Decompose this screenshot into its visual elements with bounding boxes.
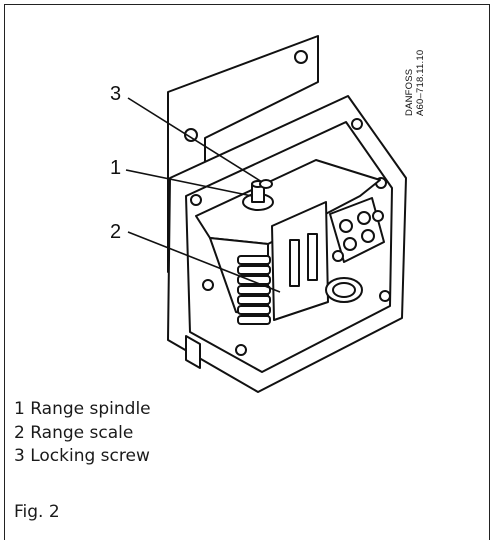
bracket-hole [294,50,308,64]
housing-screw [351,118,363,130]
drawing-code-brand: DANFOSS [404,69,415,116]
leader-line-3 [127,97,263,183]
bellows [237,255,271,325]
pressure-switch-drawing: 3 1 2 DANFOSS A60–718.11.10 [110,35,426,393]
legend-item-range-scale: 2 Range scale [14,422,134,443]
figure-frame [4,4,490,540]
figure-caption: Fig. 2 [14,502,60,522]
housing-screw [379,290,391,302]
leader-line-2 [127,231,281,293]
drawing-code-number: A60–718.11.10 [415,50,426,116]
legend-item-range-spindle: 1 Range spindle [14,399,151,419]
legend: 1 Range spindle 2 Range scale 3 Locking … [14,398,151,469]
callout-2: 2 [110,221,121,243]
legend-item-locking-screw: 3 Locking screw [14,446,150,466]
leader-line-1 [125,169,253,197]
bracket-hole [184,128,198,142]
housing-screw [235,344,247,356]
callout-3: 3 [110,83,121,105]
housing-screw [202,279,214,291]
callout-1: 1 [110,157,121,179]
locking-screw [259,179,273,189]
housing-screw [190,194,202,206]
